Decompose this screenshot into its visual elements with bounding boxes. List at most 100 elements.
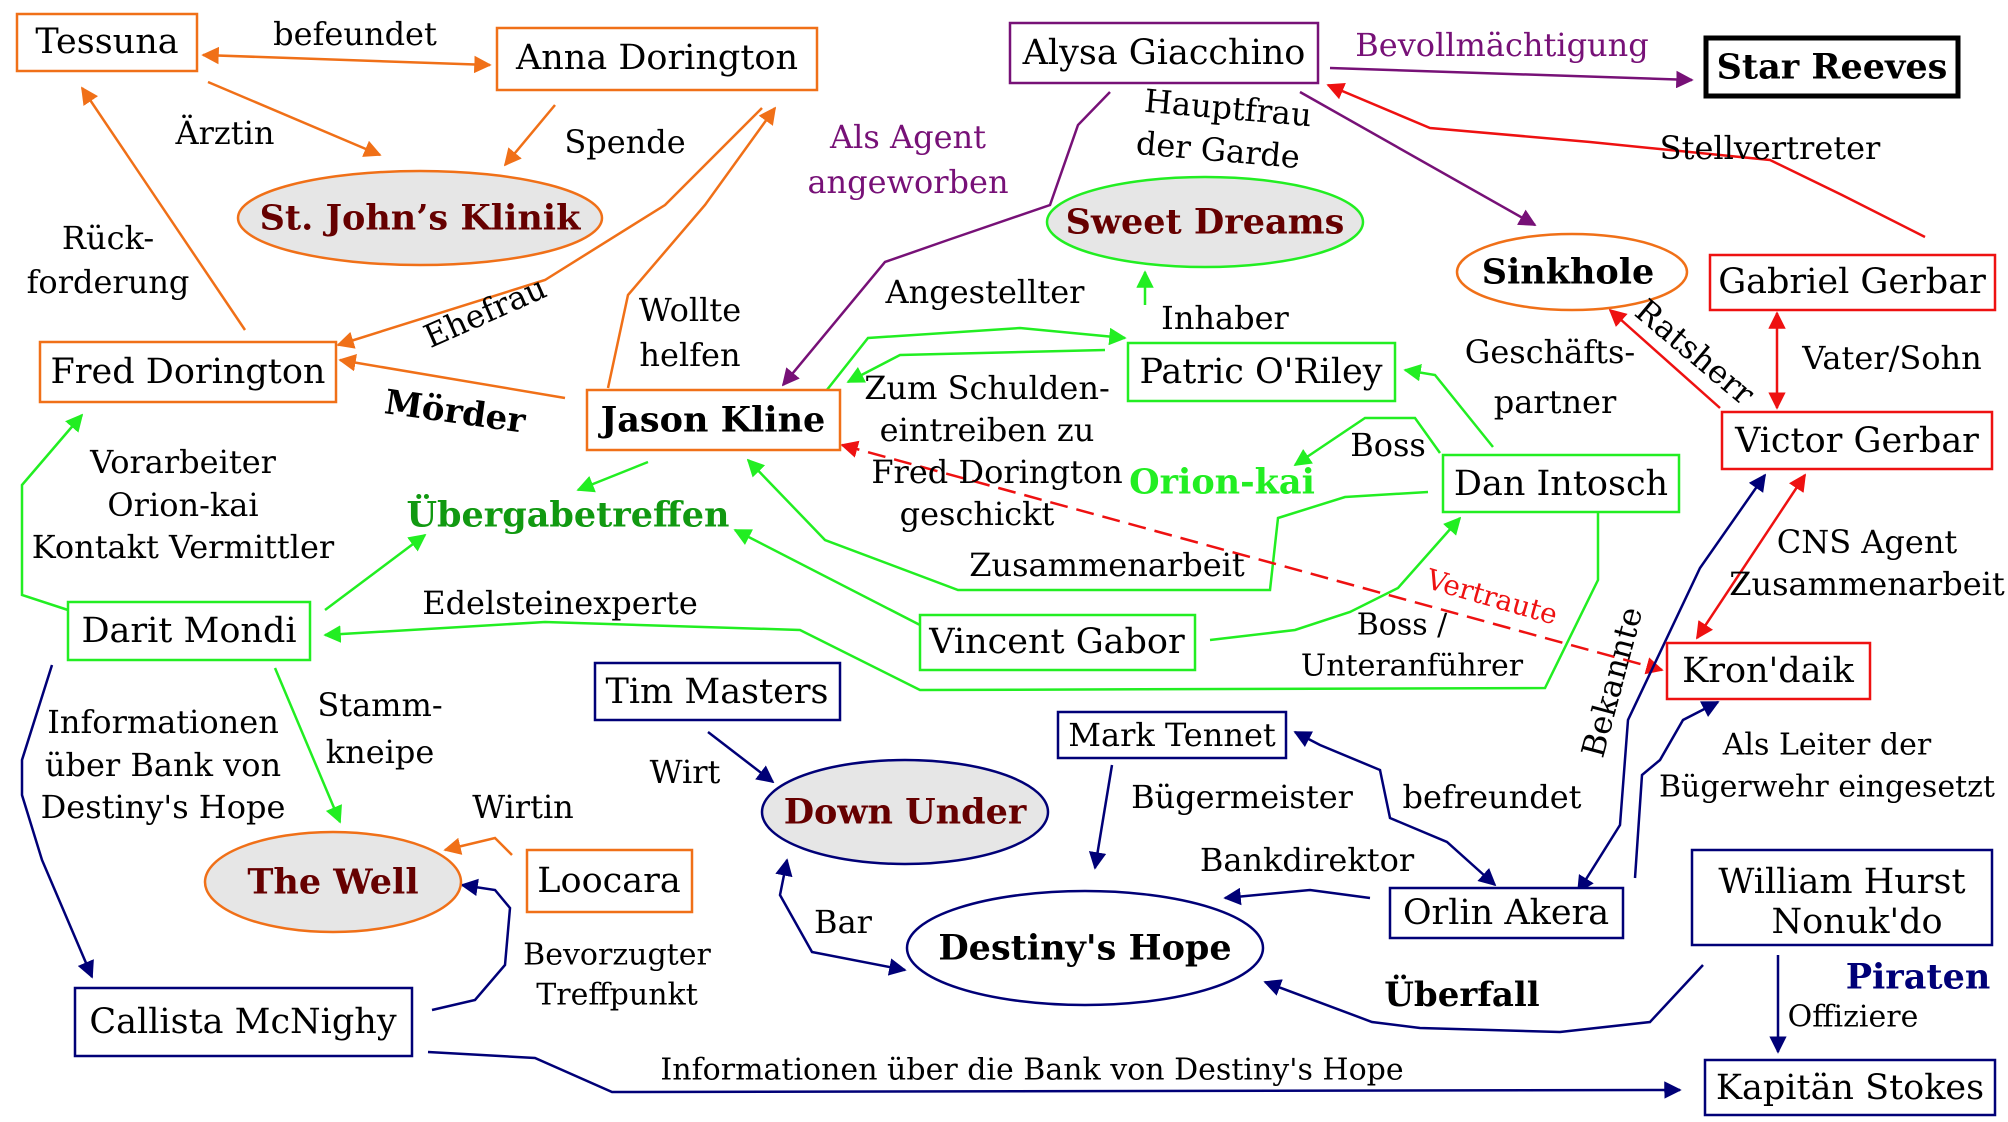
edge-mark-destiny	[1088, 764, 1114, 870]
node-box-anna	[495, 26, 819, 92]
edge-jason-uebergabe	[576, 460, 649, 493]
edge-loocara-thewell	[443, 836, 513, 856]
edge-anna-stjohns	[503, 104, 556, 167]
node-gabriel: Gabriel Gerbar	[1718, 262, 1986, 302]
node-shape-downunder	[760, 758, 1050, 866]
node-box-fred	[38, 340, 338, 404]
label-haupt-line2: der Garde	[1135, 124, 1302, 176]
label-gesch-line2: partner	[1494, 383, 1617, 421]
node-box-tim	[593, 661, 842, 722]
label-moerder: Mörder	[382, 382, 529, 441]
node-box-darit	[66, 600, 312, 662]
node-box-stokes	[1703, 1058, 1997, 1117]
label-agent-line2: angeworben	[807, 163, 1008, 201]
label-cns-line2: Zusammenarbeit	[1729, 565, 2005, 603]
edge-orlin-mark	[1293, 730, 1497, 887]
edge-downunder-destiny	[775, 858, 907, 976]
label-rueck-line2: forderung	[27, 263, 190, 301]
label-vorarb-line1: Vorarbeiter	[89, 443, 277, 481]
edge-jason-fred	[338, 353, 566, 400]
label-stellv: Stellvertreter	[1660, 129, 1881, 167]
label-stamm-line1: Stamm-	[317, 686, 442, 724]
node-vincent: Vincent Gabor	[928, 622, 1185, 662]
label-bevorz-line1: Bevorzugter	[523, 938, 711, 973]
label-angestellter: Angestellter	[885, 273, 1086, 311]
node-box-tessuna	[15, 12, 199, 73]
label-bankdir: Bankdirektor	[1200, 841, 1415, 879]
node-loocara: Loocara	[537, 861, 680, 901]
label-rueck-line1: Rück-	[62, 219, 154, 257]
node-shape-stjohns	[236, 169, 604, 267]
label-inhaber: Inhaber	[1161, 299, 1289, 337]
edge-anna-fred	[336, 107, 763, 349]
label-bossunter-line2: Unteranführer	[1301, 649, 1524, 684]
edge-tim-downunder	[707, 731, 775, 784]
node-piraten: Piraten	[1846, 957, 1991, 998]
label-wirtin: Wirtin	[472, 788, 574, 826]
node-destiny: Destiny's Hope	[938, 928, 1231, 969]
edge-alysa-star	[1329, 66, 1694, 89]
node-alysa: Alysa Giacchino	[1022, 33, 1306, 73]
label-info-line2: über Bank von	[45, 746, 281, 784]
label-stamm-line2: kneipe	[326, 733, 435, 771]
node-tessuna: Tessuna	[35, 22, 178, 62]
label-wirt: Wirt	[650, 753, 721, 791]
node-william-line2: Nonuk'do	[1771, 902, 1942, 942]
label-leiter-line2: Bügerwehr eingesetzt	[1659, 770, 1995, 805]
edge-callista-thewell	[431, 878, 512, 1012]
node-box-vincent	[918, 613, 1197, 672]
edge-tessuna-anna	[201, 46, 492, 74]
node-box-star	[1703, 35, 1961, 99]
node-uebergabe: Übergabetreffen	[407, 493, 730, 536]
edge-william-destiny	[1263, 964, 1704, 1034]
node-tim: Tim Masters	[606, 672, 829, 712]
edge-dan-patric	[1403, 363, 1494, 448]
label-edelstein: Edelsteinexperte	[422, 584, 698, 622]
label-infobank: Informationen über die Bank von Destiny'…	[660, 1053, 1403, 1088]
node-box-william	[1690, 848, 1994, 947]
node-stjohns: St. John’s Klinik	[260, 198, 581, 239]
edge-callista-stokes	[427, 1050, 1682, 1099]
label-bevoll: Bevollmächtigung	[1355, 26, 1649, 64]
label-wollte-line1: Wollte	[639, 291, 741, 329]
node-star: Star Reeves	[1717, 47, 1948, 88]
edge-gabriel-alysa	[1326, 83, 1926, 239]
node-patric: Patric O'Riley	[1139, 352, 1382, 392]
label-bevorz-line2: Treffpunkt	[536, 978, 698, 1013]
node-krondaik: Kron'daik	[1682, 651, 1855, 691]
edge-darit-callista	[20, 664, 94, 979]
node-fred: Fred Dorington	[51, 352, 326, 392]
edge-victor-sinkhole	[1608, 308, 1721, 409]
label-schulden-line4: geschickt	[900, 495, 1055, 533]
node-box-gabriel	[1708, 253, 1997, 312]
node-shape-sweet	[1045, 175, 1365, 269]
edge-darit-thewell	[273, 667, 342, 824]
node-thewell: The Well	[247, 862, 418, 903]
node-stokes: Kapitän Stokes	[1716, 1068, 1984, 1108]
edge-darit-uebergabe	[324, 533, 427, 611]
node-box-dan	[1441, 453, 1681, 514]
node-dan: Dan Intosch	[1454, 464, 1668, 504]
node-orion: Orion-kai	[1129, 462, 1315, 503]
label-vorarb-line2: Orion-kai	[107, 486, 258, 524]
edge-fred-tessuna	[80, 86, 247, 331]
label-befeundet: befeundet	[273, 15, 437, 53]
node-callista: Callista McNighy	[89, 1002, 396, 1042]
edge-tessuna-stjohns	[207, 80, 382, 157]
edge-alysa-sinkhole	[1299, 90, 1537, 227]
node-shape-thewell	[203, 830, 463, 934]
label-offiziere: Offiziere	[1788, 1000, 1919, 1035]
label-bekannte: Bekannte	[1574, 603, 1651, 762]
label-info-line3: Destiny's Hope	[41, 788, 286, 826]
label-bossunter-line1: Boss /	[1357, 608, 1448, 643]
label-leiter-line1: Als Leiter der	[1722, 728, 1932, 763]
node-mark: Mark Tennet	[1068, 716, 1276, 754]
edge-alysa-jason	[781, 91, 1111, 387]
node-downunder: Down Under	[784, 792, 1027, 833]
node-box-callista	[73, 986, 414, 1058]
label-spende: Spende	[564, 123, 685, 161]
node-shape-sinkhole	[1455, 232, 1689, 312]
node-box-orlin	[1388, 886, 1625, 940]
